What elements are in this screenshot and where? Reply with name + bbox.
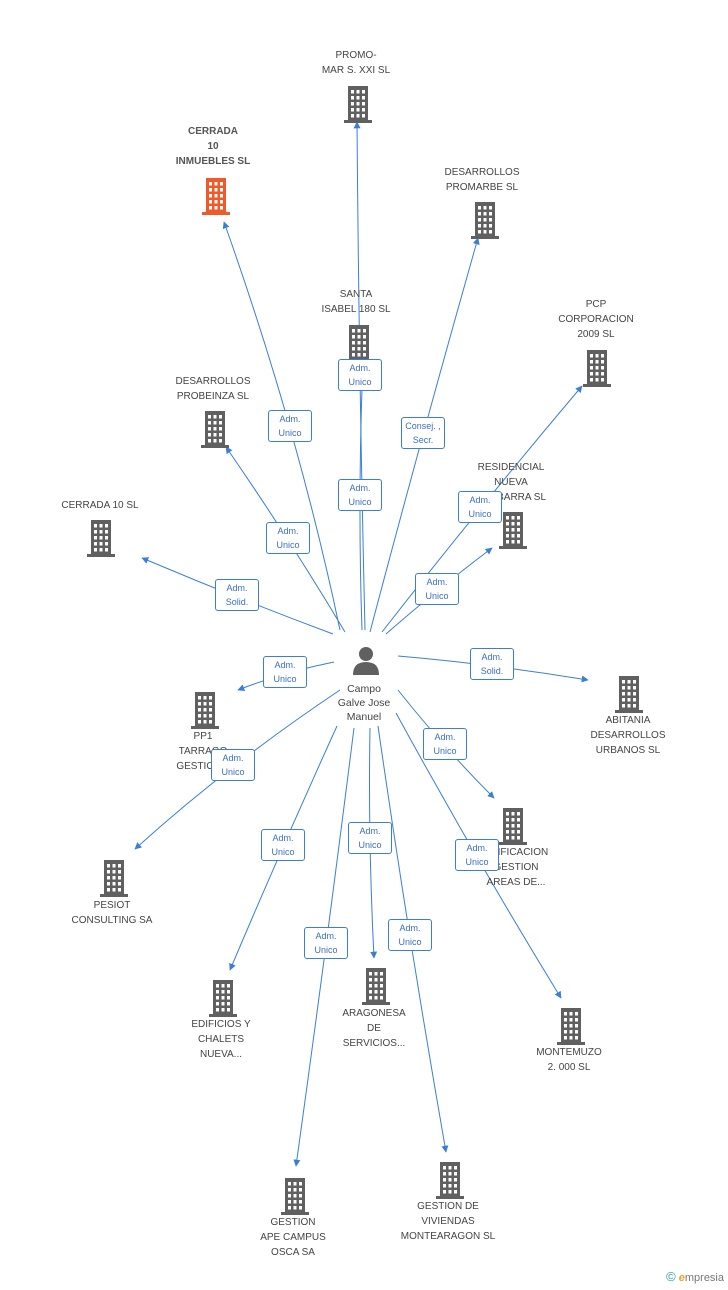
company-label[interactable]: CERRADA 10 INMUEBLES SL (175, 126, 251, 167)
edge-role-label[interactable]: Adm. Unico (266, 522, 310, 554)
building-icon[interactable] (360, 966, 392, 1006)
building-icon[interactable] (469, 200, 501, 240)
company-label[interactable]: EDIFICIOS Y CHALETS NUEVA... (191, 1019, 251, 1060)
edge-role-label[interactable]: Adm. Unico (338, 479, 382, 511)
building-icon[interactable] (200, 176, 232, 216)
building-icon[interactable] (434, 1160, 466, 1200)
company-label[interactable]: SANTA ISABEL 180 SL (321, 289, 391, 315)
company-label[interactable]: DESARROLLOS PROMARBE SL (444, 167, 520, 193)
building-icon[interactable] (189, 690, 221, 730)
building-icon[interactable] (581, 348, 613, 388)
company-label[interactable]: PESIOT CONSULTING SA (71, 900, 153, 926)
building-icon[interactable] (207, 978, 239, 1018)
edge-role-label[interactable]: Adm. Unico (268, 410, 312, 442)
edge-role-label[interactable]: Adm. Unico (348, 822, 392, 854)
company-label[interactable]: EDIFICACION GESTION AREAS DE... (483, 847, 549, 888)
edge-role-label[interactable]: Adm. Unico (304, 927, 348, 959)
building-icon[interactable] (343, 323, 375, 363)
edge-role-label[interactable]: Adm. Unico (423, 728, 467, 760)
company-label[interactable]: CERRADA 10 SL (61, 500, 139, 511)
edge-role-label[interactable]: Adm. Unico (455, 839, 499, 871)
company-label[interactable]: MONTEMUZO 2. 000 SL (536, 1047, 602, 1073)
edge-role-label[interactable]: Adm. Unico (338, 359, 382, 391)
edge-role-label[interactable]: Consej. , Secr. (401, 417, 445, 449)
building-icon[interactable] (342, 84, 374, 124)
company-label[interactable]: GESTION DE VIVIENDAS MONTEARAGON SL (400, 1201, 496, 1242)
person-icon[interactable] (353, 647, 379, 675)
edge-role-label[interactable]: Adm. Unico (211, 749, 255, 781)
edge-role-label[interactable]: Adm. Solid. (470, 648, 514, 680)
building-icon[interactable] (279, 1176, 311, 1216)
company-label[interactable]: DESARROLLOS PROBEINZA SL (175, 376, 251, 402)
company-label[interactable]: PCP CORPORACION 2009 SL (558, 299, 634, 340)
building-icon[interactable] (555, 1006, 587, 1046)
building-icon[interactable] (98, 858, 130, 898)
copyright-icon: © (666, 1269, 676, 1284)
company-label[interactable]: RESIDENCIAL NUEVA LUMBARRA SL (475, 462, 547, 503)
building-icon[interactable] (85, 518, 117, 558)
building-icon[interactable] (613, 674, 645, 714)
company-label[interactable]: PROMO- MAR S. XXI SL (321, 50, 391, 76)
company-label[interactable]: ABITANIA DESARROLLOS URBANOS SL (590, 715, 666, 756)
edge-role-label[interactable]: Adm. Unico (261, 829, 305, 861)
edge-role-label[interactable]: Adm. Solid. (215, 579, 259, 611)
building-icon[interactable] (497, 510, 529, 550)
company-label[interactable]: PP1 TARRAGO GESTION... (176, 731, 230, 772)
edge-role-label[interactable]: Adm. Unico (388, 919, 432, 951)
edge-role-label[interactable]: Adm. Unico (263, 656, 307, 688)
edge-role-label[interactable]: Adm. Unico (458, 491, 502, 523)
building-icon[interactable] (199, 409, 231, 449)
company-label[interactable]: GESTION APE CAMPUS OSCA SA (260, 1217, 326, 1258)
edge-role-label[interactable]: Adm. Unico (415, 573, 459, 605)
company-label[interactable]: ARAGONESA DE SERVICIOS... (342, 1008, 406, 1049)
building-icon[interactable] (497, 806, 529, 846)
person-name[interactable]: Campo Galve Jose Manuel (337, 683, 391, 723)
brand-logo: © empresia (666, 1269, 724, 1284)
